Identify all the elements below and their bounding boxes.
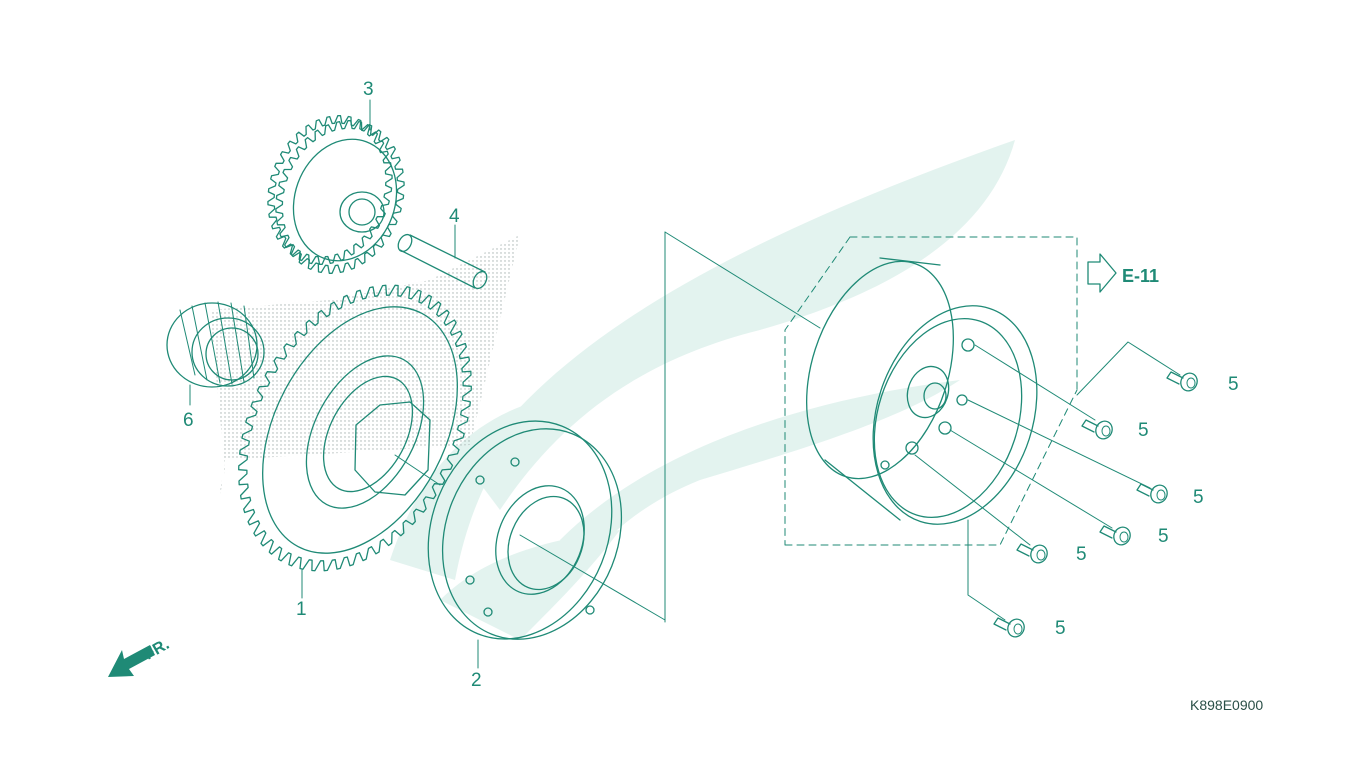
label-part-5-f: 5 [1055,618,1066,639]
label-part-5-d: 5 [1158,526,1169,547]
part-6-needle-bearing [166,301,265,388]
label-part-5-e: 5 [1076,544,1087,565]
arrow-front-icon [108,645,155,677]
label-leader-lines [189,99,479,669]
label-part-5-b: 5 [1138,420,1149,441]
watermark-wing-logo [390,140,1015,640]
label-part-5-a: 5 [1228,374,1239,395]
label-part-5-c: 5 [1193,487,1204,508]
label-part-4: 4 [449,206,460,227]
bolts-part-5 [993,371,1198,638]
assembly-projection-lines [664,231,821,623]
flywheel-rotor [805,257,1038,525]
bolt-5-2 [1081,419,1113,440]
front-direction-marker: FR. [108,636,172,677]
bolt-leader-lines [914,341,1181,621]
label-part-3: 3 [363,79,374,100]
part-2-starter-clutch [427,420,666,640]
gear-3-back-teeth-outline [267,115,393,265]
stipple-shading [210,235,520,505]
part-3-reduction-gear [267,115,405,274]
bolt-5-1 [1166,371,1198,392]
gear-1-teeth-outline [238,284,472,572]
flywheel-assembly-group [784,236,1078,546]
label-part-6: 6 [183,410,194,431]
section-reference-link[interactable]: E-11 [1087,253,1159,293]
label-part-1: 1 [296,599,307,620]
part-1-driven-gear [238,284,472,572]
bolt-5-3 [1136,483,1168,504]
gear-3-teeth-outline [275,120,405,274]
drawing-code: K898E0900 [1190,697,1263,713]
section-reference-label[interactable]: E-11 [1122,266,1159,286]
label-part-2: 2 [471,670,482,691]
arrow-right-icon [1087,253,1117,293]
bolt-5-4 [1099,525,1131,546]
bolt-5-5 [1016,543,1048,564]
bolt-5-6 [993,617,1025,638]
part-4-shaft [397,233,488,290]
